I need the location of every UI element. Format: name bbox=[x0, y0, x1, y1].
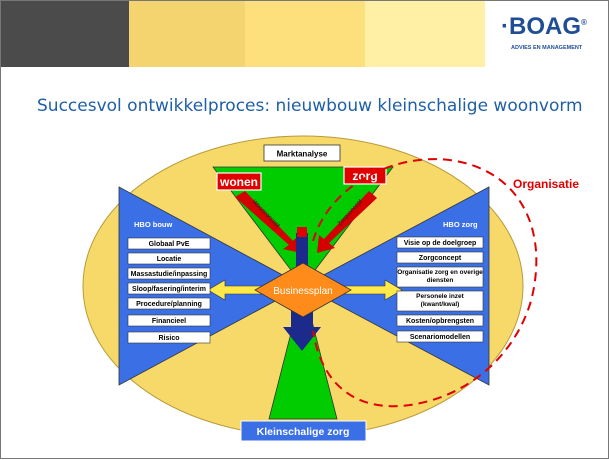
logo-tagline: ADVIES EN MANAGEMENT bbox=[511, 45, 583, 51]
hbo-zorg-item: Organisatie zorg en overige diensten bbox=[397, 269, 483, 284]
hbo-bouw-item: Procedure/planning bbox=[136, 301, 202, 308]
header-band: ·BOAG® ADVIES EN MANAGEMENT bbox=[1, 1, 609, 67]
hbo-zorg-item: Zorgconcept bbox=[419, 255, 462, 262]
organisatie-dashed-arc bbox=[312, 158, 538, 408]
zorgconcept-arrow bbox=[317, 191, 377, 253]
marktanalyse-box bbox=[263, 144, 341, 162]
hbo-bouw-item: Risico bbox=[158, 335, 179, 342]
wonen-box bbox=[216, 172, 262, 191]
hbo-bouw-item: Locatie bbox=[157, 256, 182, 263]
hbo-bouw-item: Financieel bbox=[152, 318, 186, 325]
businessplan-label: Businessplan bbox=[273, 286, 332, 297]
hbo-bouw-item: Massastudie/inpassing bbox=[131, 271, 208, 278]
woonconcept-arrow bbox=[235, 191, 301, 253]
logo-text: BOAG bbox=[509, 13, 581, 40]
businessplan-diamond bbox=[254, 262, 352, 318]
hbo-bouw-title: HBO bouw bbox=[134, 220, 172, 229]
header-segment-2 bbox=[245, 1, 365, 67]
slide-title: Succesvol ontwikkelproces: nieuwbouw kle… bbox=[37, 96, 583, 116]
green-triangle-bottom bbox=[268, 285, 338, 420]
header-segment-3 bbox=[365, 1, 485, 67]
down-arrow bbox=[283, 306, 321, 351]
hbo-bouw-item: Globaal PvE bbox=[149, 241, 190, 248]
green-triangle-top bbox=[212, 166, 394, 287]
organisatie-label: Organisatie bbox=[513, 177, 579, 191]
hbo-zorg-title: HBO zorg bbox=[443, 220, 478, 229]
kleinschalige-zorg-label: Kleinschalige zorg bbox=[257, 426, 350, 438]
hbo-zorg-item: Scenariomodellen bbox=[410, 334, 470, 341]
kleinschalige-zorg-box bbox=[240, 420, 367, 442]
hbo-zorg-list: Visie op de doelgroep Zorgconcept Organi… bbox=[396, 236, 484, 343]
logo-registered: ® bbox=[581, 18, 587, 27]
hbo-bouw-item: Sloop/fasering/interim bbox=[132, 286, 206, 293]
zorg-box bbox=[343, 166, 387, 185]
red-marker bbox=[297, 227, 307, 237]
hbo-zorg-item: Visie op de doelgroep bbox=[404, 240, 477, 247]
boag-logo: ·BOAG® ADVIES EN MANAGEMENT bbox=[501, 13, 587, 51]
vertical-bar-top bbox=[296, 233, 308, 267]
marktanalyse-label: Marktanalyse bbox=[277, 150, 328, 159]
header-segment-1 bbox=[129, 1, 245, 67]
hbo-zorg-item: Personele inzet (kwant/kwal) bbox=[416, 293, 464, 308]
zorg-label: zorg bbox=[352, 169, 377, 183]
hbo-zorg-item: Kosten/opbrengsten bbox=[406, 318, 474, 325]
header-segment-dark bbox=[1, 1, 129, 67]
wonen-label: wonen bbox=[219, 175, 258, 189]
hbo-bouw-list: Globaal PvE Locatie Massastudie/inpassin… bbox=[127, 237, 211, 344]
